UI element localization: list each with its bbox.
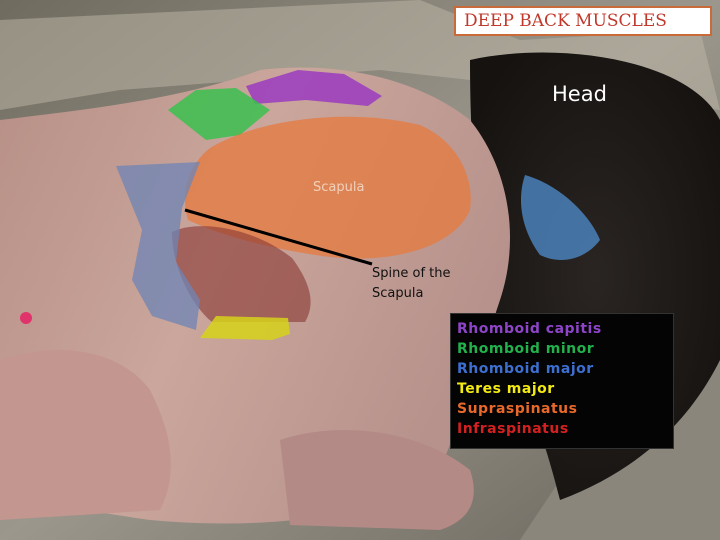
lower-tissue	[280, 430, 474, 530]
legend-rhomboid-major: Rhomboid major	[457, 361, 594, 377]
infraspinatus-overlay	[172, 226, 311, 322]
rhomboid-major-overlay	[116, 162, 200, 330]
legend-rhomboid-capitis: Rhomboid capitis	[457, 321, 602, 337]
blue-dye	[520, 175, 600, 260]
legend-teres-major: Teres major	[457, 381, 555, 397]
limb-tissue	[0, 350, 171, 520]
spine-of-scapula-label: Spine of the Scapula	[372, 264, 450, 304]
spine-label-line2: Scapula	[372, 286, 424, 301]
scapula-label: Scapula	[313, 180, 365, 195]
slide-title: DEEP BACK MUSCLES	[454, 6, 712, 36]
rhomboid-capitis-overlay	[246, 70, 382, 106]
spine-pointer-line	[184, 208, 373, 266]
head-label: Head	[552, 82, 607, 106]
legend-rhomboid-minor: Rhomboid minor	[457, 341, 595, 357]
legend-supraspinatus: Supraspinatus	[457, 401, 578, 417]
muscle-legend: Rhomboid capitis Rhomboid minor Rhomboid…	[450, 313, 674, 449]
pin-head	[20, 312, 32, 324]
spine-label-line1: Spine of the	[372, 266, 451, 281]
supraspinatus-overlay	[184, 116, 471, 259]
legend-infraspinatus: Infraspinatus	[457, 421, 569, 437]
rhomboid-minor-overlay	[168, 88, 270, 140]
teres-major-overlay	[200, 316, 290, 340]
